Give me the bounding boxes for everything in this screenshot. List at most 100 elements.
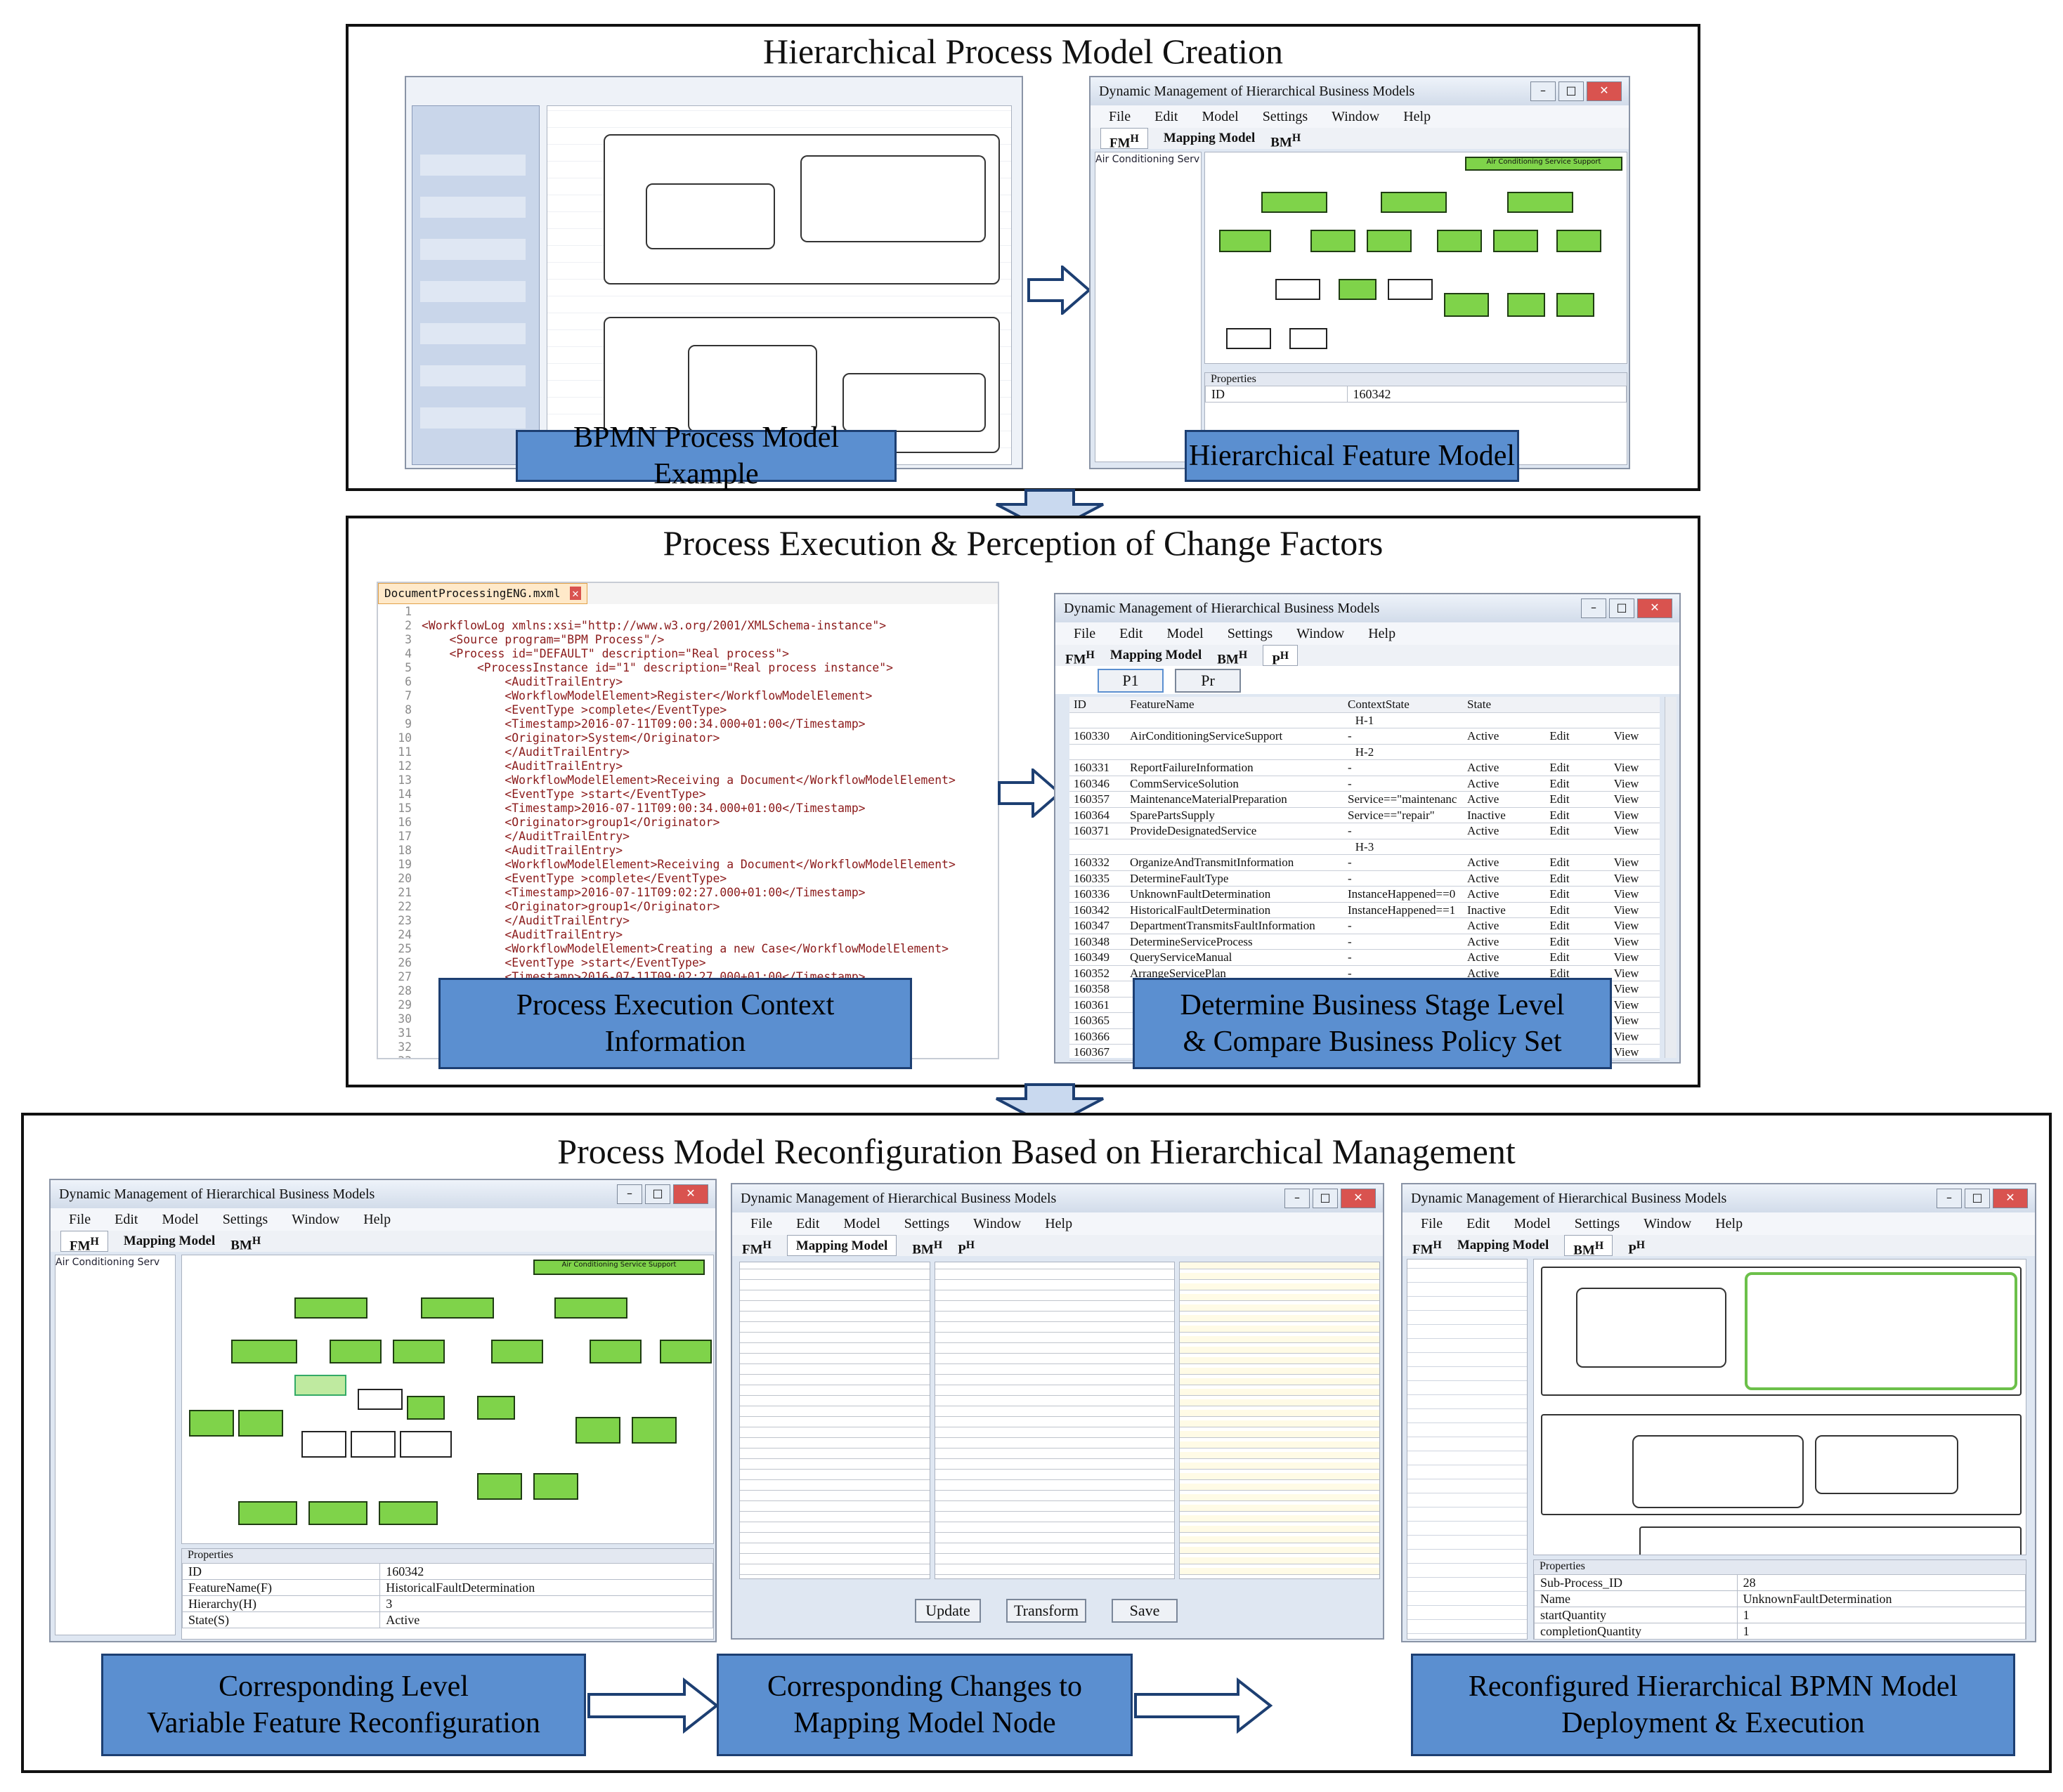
- tab-mapping-model[interactable]: Mapping Model: [786, 1235, 897, 1256]
- tab-mapping-model[interactable]: Mapping Model: [123, 1234, 216, 1248]
- feature-node[interactable]: [407, 1396, 445, 1420]
- view-button[interactable]: View: [1593, 917, 1660, 934]
- xml-file-tab[interactable]: DocumentProcessingENG.mxml ✕: [378, 583, 587, 604]
- menu-file[interactable]: File: [1421, 1216, 1443, 1231]
- menu-edit[interactable]: Edit: [115, 1212, 138, 1227]
- menu-edit[interactable]: Edit: [1119, 626, 1143, 641]
- minimize-icon[interactable]: –: [1581, 599, 1606, 618]
- menu-help[interactable]: Help: [1368, 626, 1396, 641]
- tab-bm[interactable]: BMH: [912, 1235, 942, 1257]
- menu-settings[interactable]: Settings: [222, 1212, 268, 1227]
- close-icon[interactable]: ✕: [673, 1184, 708, 1204]
- feature-node[interactable]: [421, 1297, 494, 1319]
- minimize-icon[interactable]: –: [617, 1184, 642, 1204]
- feature-node[interactable]: [1493, 230, 1538, 252]
- prop-value[interactable]: Active: [379, 1611, 713, 1628]
- close-icon[interactable]: ✕: [1341, 1189, 1376, 1208]
- policy-button-pr[interactable]: Pr: [1175, 669, 1241, 693]
- tab-bm[interactable]: BMH: [1217, 645, 1247, 667]
- feature-node[interactable]: [533, 1473, 578, 1500]
- menu-window[interactable]: Window: [1332, 109, 1380, 124]
- tab-bm[interactable]: BMH: [1564, 1235, 1613, 1257]
- save-button[interactable]: Save: [1112, 1599, 1178, 1623]
- feature-node[interactable]: [294, 1297, 367, 1319]
- edit-button[interactable]: Edit: [1526, 870, 1593, 887]
- feature-node[interactable]: [393, 1340, 445, 1363]
- edit-button[interactable]: Edit: [1526, 965, 1593, 981]
- feature-node[interactable]: [632, 1417, 677, 1444]
- feature-node[interactable]: [1381, 192, 1447, 213]
- feature-tree[interactable]: Air Conditioning Serv: [55, 1255, 176, 1635]
- feature-node[interactable]: [1219, 230, 1271, 252]
- tab-p[interactable]: PH: [1263, 645, 1299, 667]
- view-button[interactable]: View: [1593, 823, 1660, 839]
- feature-node[interactable]: [477, 1473, 522, 1500]
- feature-node[interactable]: [189, 1410, 234, 1437]
- feature-node[interactable]: [1507, 293, 1545, 317]
- tree-root[interactable]: Air Conditioning Serv: [1095, 154, 1200, 165]
- minimize-icon[interactable]: –: [1530, 81, 1556, 101]
- feature-node[interactable]: [330, 1340, 382, 1363]
- edit-button[interactable]: Edit: [1526, 728, 1593, 745]
- edit-button[interactable]: Edit: [1526, 791, 1593, 808]
- tab-fm[interactable]: FMH: [1412, 1235, 1442, 1257]
- minimize-icon[interactable]: –: [1937, 1189, 1962, 1208]
- feature-node[interactable]: [1339, 279, 1377, 300]
- view-button[interactable]: View: [1593, 776, 1660, 792]
- menu-edit[interactable]: Edit: [1154, 109, 1178, 124]
- maximize-icon[interactable]: □: [1313, 1189, 1338, 1208]
- feature-node[interactable]: [491, 1340, 543, 1363]
- mapping-code-left[interactable]: [739, 1262, 930, 1579]
- feature-node[interactable]: [554, 1297, 627, 1319]
- tab-fm[interactable]: FMH: [60, 1231, 108, 1253]
- view-button[interactable]: View: [1593, 902, 1660, 918]
- view-button[interactable]: View: [1593, 854, 1660, 871]
- prop-value[interactable]: 1: [1736, 1607, 2026, 1623]
- tab-bm[interactable]: BMH: [1270, 128, 1301, 150]
- menu-help[interactable]: Help: [1045, 1216, 1073, 1231]
- feature-node[interactable]: [590, 1340, 642, 1363]
- feature-node[interactable]: [1310, 230, 1355, 252]
- tab-bm[interactable]: BMH: [230, 1231, 261, 1253]
- menu-window[interactable]: Window: [292, 1212, 340, 1227]
- menu-help[interactable]: Help: [363, 1212, 391, 1227]
- feature-node[interactable]: [660, 1340, 712, 1363]
- close-icon[interactable]: ✕: [1587, 81, 1622, 101]
- menu-file[interactable]: File: [1109, 109, 1131, 124]
- feature-root-node[interactable]: Air Conditioning Service Support: [533, 1260, 705, 1275]
- feature-node[interactable]: [575, 1417, 620, 1444]
- feature-node[interactable]: [1261, 192, 1327, 213]
- edit-button[interactable]: Edit: [1526, 823, 1593, 839]
- edit-button[interactable]: Edit: [1526, 759, 1593, 776]
- feature-node[interactable]: [308, 1501, 367, 1525]
- view-button[interactable]: View: [1593, 870, 1660, 887]
- tab-mapping-model[interactable]: Mapping Model: [1457, 1238, 1549, 1253]
- menu-file[interactable]: File: [750, 1216, 773, 1231]
- transform-button[interactable]: Transform: [1006, 1599, 1086, 1623]
- tab-mapping-model[interactable]: Mapping Model: [1163, 131, 1256, 145]
- edit-button[interactable]: Edit: [1526, 949, 1593, 966]
- view-button[interactable]: View: [1593, 807, 1660, 823]
- feature-node[interactable]: [379, 1501, 438, 1525]
- edit-button[interactable]: Edit: [1526, 917, 1593, 934]
- feature-node[interactable]: [1275, 279, 1320, 300]
- update-button[interactable]: Update: [915, 1599, 981, 1623]
- menu-model[interactable]: Model: [1166, 626, 1204, 641]
- close-icon[interactable]: ✕: [1993, 1189, 2028, 1208]
- menu-file[interactable]: File: [69, 1212, 91, 1227]
- edit-button[interactable]: Edit: [1526, 902, 1593, 918]
- feature-node[interactable]: [231, 1340, 297, 1363]
- close-icon[interactable]: ✕: [1637, 599, 1672, 618]
- edit-button[interactable]: Edit: [1526, 934, 1593, 950]
- feature-node[interactable]: [1444, 293, 1489, 317]
- feature-node[interactable]: [1289, 328, 1327, 349]
- menu-settings[interactable]: Settings: [904, 1216, 950, 1231]
- feature-root-node[interactable]: Air Conditioning Service Support: [1465, 157, 1622, 171]
- close-tab-icon[interactable]: ✕: [570, 587, 581, 600]
- menu-edit[interactable]: Edit: [796, 1216, 820, 1231]
- view-button[interactable]: View: [1593, 791, 1660, 808]
- tree-root[interactable]: Air Conditioning Serv: [56, 1257, 160, 1268]
- feature-node[interactable]: [1556, 230, 1601, 252]
- policy-scrollbar[interactable]: [1665, 697, 1677, 1058]
- tab-p[interactable]: PH: [1628, 1235, 1645, 1257]
